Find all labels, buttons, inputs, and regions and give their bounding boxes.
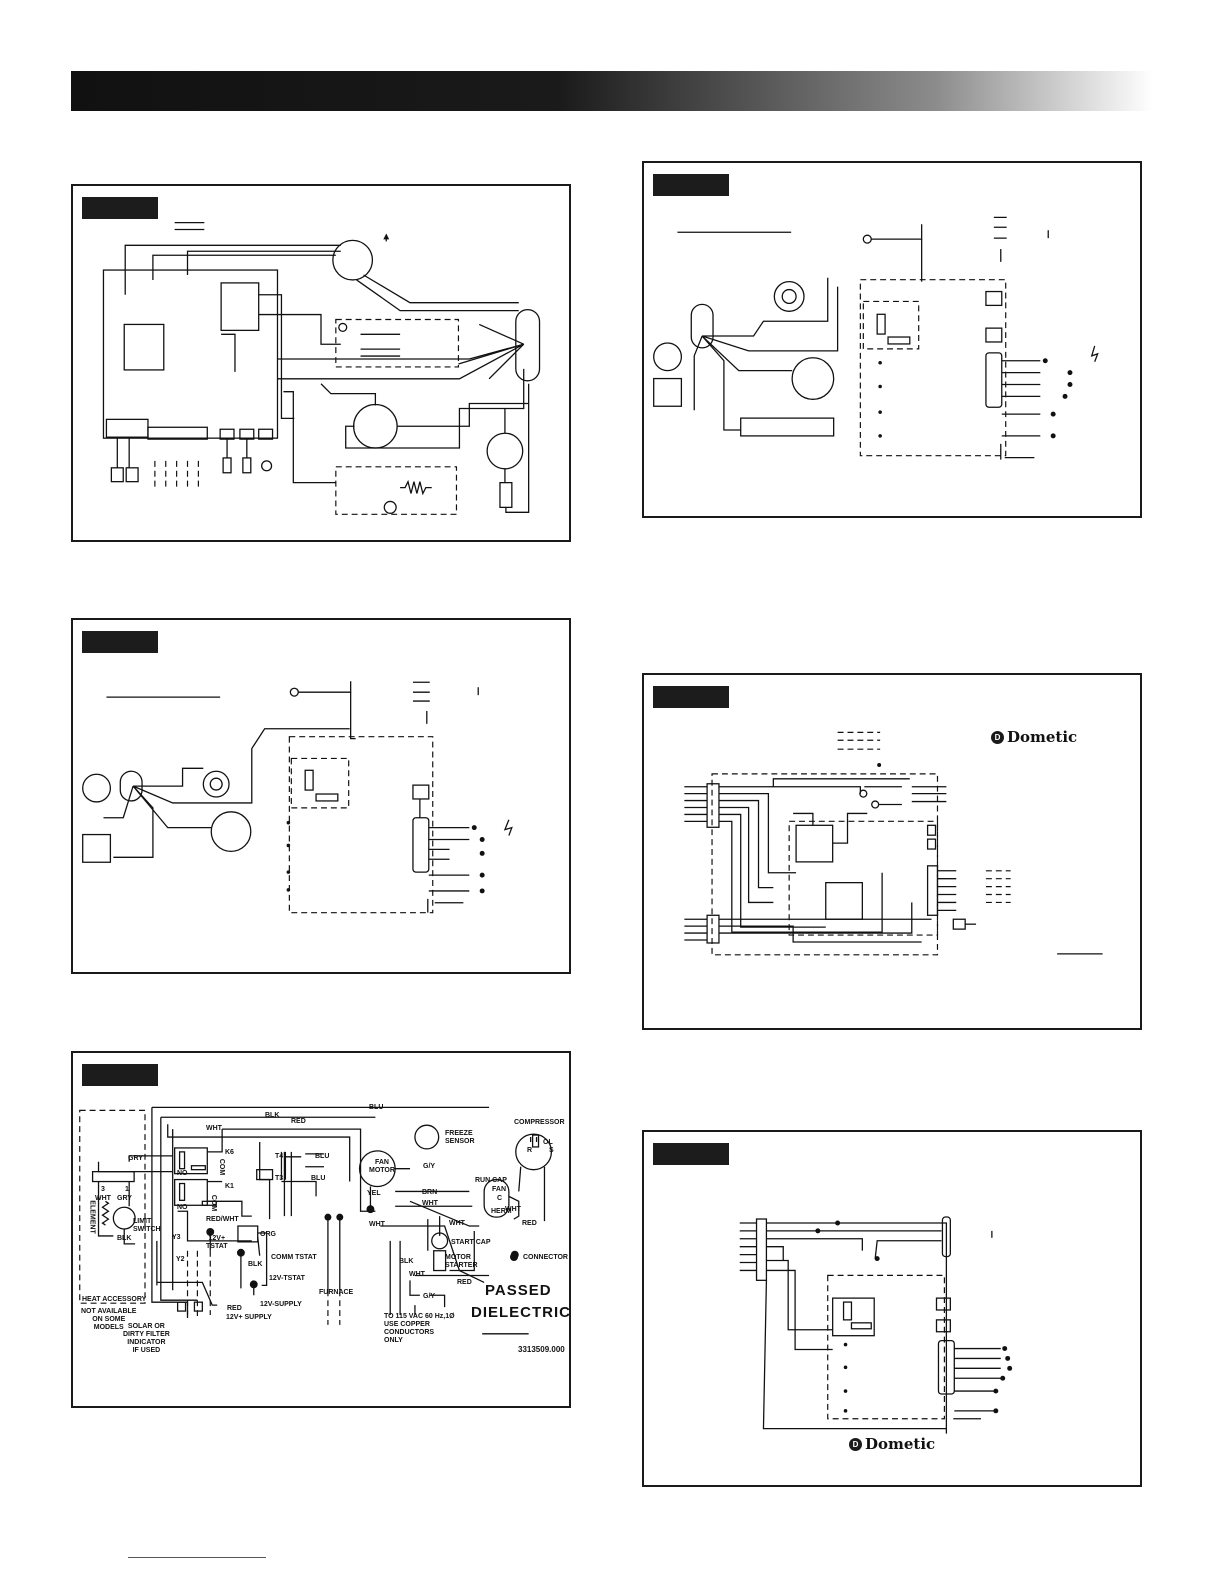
- diagram-tag: [653, 1143, 729, 1165]
- heat-accessory-label: HEAT ACCESSORY: [82, 1296, 147, 1303]
- run-cap-herm-label: HERM: [491, 1208, 512, 1215]
- wire-label-gry: GRY: [128, 1155, 143, 1162]
- connector-icon: [510, 1253, 518, 1261]
- wire-label-blu: BLU: [315, 1153, 330, 1160]
- compressor-ol-label: OL: [543, 1139, 553, 1146]
- terminal-label-y2: Y2: [176, 1256, 185, 1263]
- wiring-diagram-panel-6: D Dometic: [642, 1130, 1142, 1487]
- wire-label-gry: GRY: [117, 1195, 132, 1202]
- dielectric-label: DIELECTRIC: [471, 1304, 571, 1321]
- supply-12v-minus-label: 12V-SUPPLY: [260, 1301, 302, 1308]
- wire-label-org: ORG: [260, 1231, 276, 1238]
- section-header-bar: [71, 71, 1153, 111]
- wire-label-blk: BLK: [399, 1258, 414, 1265]
- wiring-diagram-3-drawing: [653, 216, 1099, 460]
- wire-label-yel: YEL: [367, 1190, 381, 1197]
- footer-rule: [128, 1557, 266, 1558]
- brand-logo: D Dometic: [991, 728, 1077, 746]
- diagram-tag: [653, 174, 729, 196]
- start-cap-label: START CAP: [451, 1239, 491, 1246]
- heater-terminal-3-label: 3: [101, 1186, 105, 1193]
- wire-label-gy: G/Y: [423, 1163, 436, 1170]
- wire-label-blk: BLK: [117, 1235, 132, 1242]
- comm-tstat-label: COMM TSTAT: [271, 1254, 317, 1261]
- compressor-s-label: S: [549, 1147, 554, 1154]
- dometic-logo-icon: D: [849, 1437, 862, 1451]
- solar-indicator-label: SOLAR OR DIRTY FILTER INDICATOR IF USED: [123, 1323, 170, 1354]
- wire-label-brn: BRN: [422, 1189, 438, 1196]
- wiring-diagram-1-drawing: [102, 221, 541, 515]
- wiring-diagram-panel-3: [642, 161, 1142, 518]
- relay-com-label: COM: [210, 1194, 218, 1212]
- wiring-diagram-panel-4: D Dometic: [642, 673, 1142, 1030]
- furnace-label: FURNACE: [319, 1289, 354, 1296]
- heater-terminal-1-label: 1: [125, 1186, 129, 1193]
- wire-label-red: RED: [291, 1118, 306, 1125]
- passed-label: PASSED: [485, 1282, 552, 1299]
- diagram-tag: [653, 686, 729, 708]
- relay-label-k6: K6: [225, 1149, 234, 1156]
- wire-label-wht: WHT: [95, 1195, 111, 1202]
- heating-element-label: ELEMENT: [88, 1200, 96, 1234]
- relay-no-label: NO: [177, 1204, 188, 1211]
- wire-label-red: RED: [522, 1220, 537, 1227]
- wiring-diagram-6-drawing: [739, 1216, 1013, 1434]
- relay-com-label: COM: [218, 1158, 226, 1176]
- terminal-label-t4: T4: [275, 1153, 284, 1160]
- limit-switch-label: LIMIT SWITCH: [133, 1218, 161, 1233]
- diagram-tag: [82, 197, 158, 219]
- run-cap-label: RUN CAP: [475, 1177, 507, 1184]
- wire-label-blk: BLK: [265, 1112, 280, 1119]
- tstat-12v-minus-label: 12V-TSTAT: [269, 1275, 305, 1282]
- wire-label-blk: BLK: [248, 1261, 263, 1268]
- relay-no-label: NO: [177, 1170, 188, 1177]
- brand-logo: D Dometic: [849, 1435, 935, 1453]
- power-supply-note: TO 115 VAC 60 Hz,1Ø USE COPPER CONDUCTOR…: [384, 1313, 455, 1344]
- connector-legend-label: CONNECTOR: [523, 1254, 568, 1261]
- wiring-diagram-panel-1: [71, 184, 571, 542]
- dometic-logo-icon: D: [991, 730, 1004, 744]
- motor-starter-label: MOTOR STARTER: [445, 1254, 478, 1269]
- supply-12v-plus-label: 12V+ SUPPLY: [226, 1314, 272, 1321]
- wire-label-wht: WHT: [449, 1220, 465, 1227]
- wire-label-red: RED: [227, 1305, 242, 1312]
- brand-logo-text: Dometic: [1007, 728, 1078, 746]
- wire-label-wht: WHT: [505, 1206, 521, 1213]
- diagram-tag: [82, 631, 158, 653]
- wiring-diagram-4-drawing: [684, 731, 1103, 956]
- wire-label-wht: WHT: [369, 1221, 385, 1228]
- wire-label-blu: BLU: [311, 1175, 326, 1182]
- part-number: 3313509.000: [518, 1345, 565, 1354]
- wire-label-blu: BLU: [369, 1104, 384, 1111]
- compressor-label: COMPRESSOR: [514, 1119, 565, 1126]
- wire-label-gy: G/Y: [423, 1293, 436, 1300]
- wiring-diagram-panel-5: BLU BLK RED WHT FREEZE SENSOR COMPRESSOR…: [71, 1051, 571, 1408]
- terminal-label-y3: Y3: [172, 1234, 181, 1241]
- wire-label-wht: WHT: [422, 1200, 438, 1207]
- wire-label-wht: WHT: [409, 1271, 425, 1278]
- diagram-tag: [82, 1064, 158, 1086]
- tstat-12v-plus-label: 12V+ TSTAT: [206, 1235, 228, 1250]
- terminal-label-t3: T3: [275, 1175, 284, 1182]
- wiring-diagram-2-drawing: [82, 681, 513, 914]
- not-available-label: NOT AVAILABLE ON SOME MODELS: [81, 1308, 137, 1331]
- wiring-diagram-5-drawing: [79, 1106, 553, 1335]
- wire-label-wht: WHT: [206, 1125, 222, 1132]
- compressor-r-label: R: [527, 1147, 533, 1154]
- brand-logo-text: Dometic: [865, 1435, 936, 1453]
- relay-label-k1: K1: [225, 1183, 234, 1190]
- freeze-sensor-label: FREEZE SENSOR: [445, 1130, 475, 1145]
- wire-label-red: RED: [457, 1279, 472, 1286]
- fan-motor-label: FAN MOTOR: [369, 1159, 395, 1174]
- wire-label-red-wht: RED/WHT: [206, 1216, 239, 1223]
- run-cap-c-label: C: [497, 1195, 503, 1202]
- wiring-diagram-panel-2: [71, 618, 571, 974]
- run-cap-fan-label: FAN: [492, 1186, 506, 1193]
